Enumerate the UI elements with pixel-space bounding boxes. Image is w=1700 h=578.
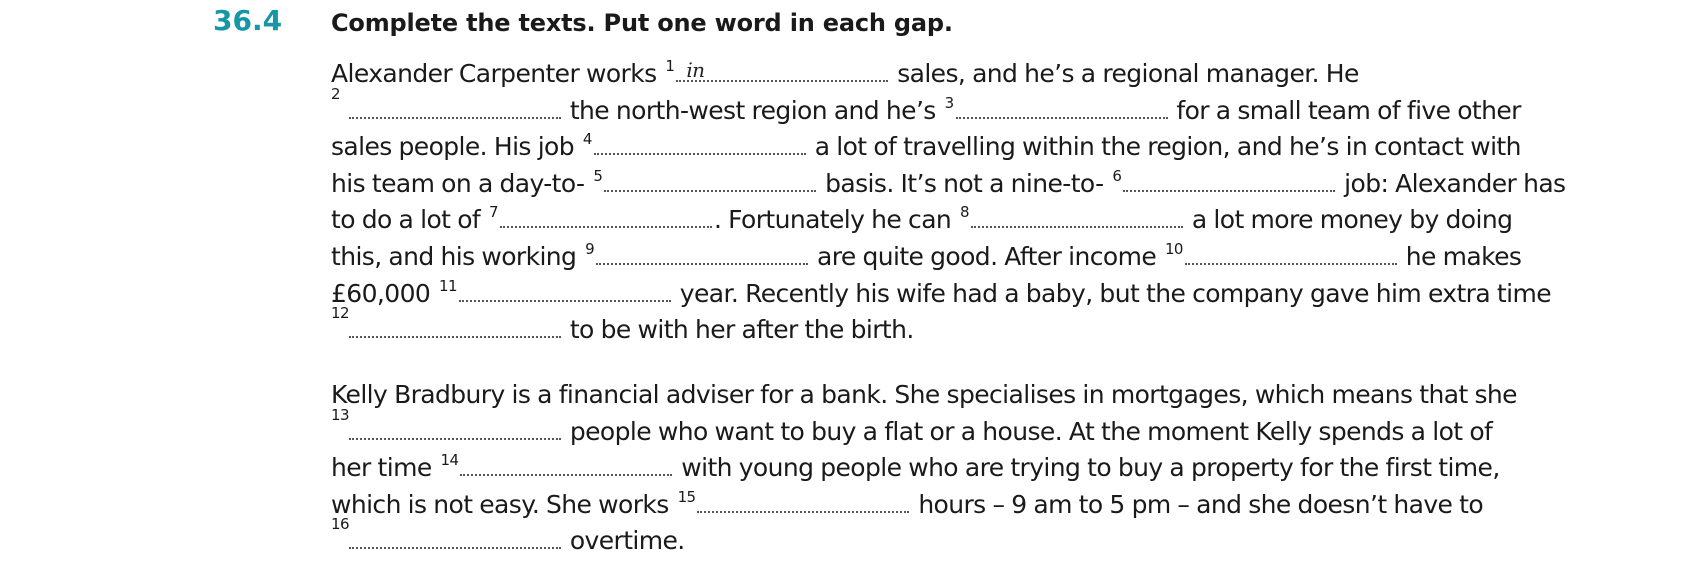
text-segment: the north-west region and he’s [569, 95, 936, 125]
text-segment: to be with her after the birth. [569, 315, 914, 345]
text-segment: her time [331, 453, 432, 483]
text-segment: a lot more money by doing [1191, 205, 1513, 235]
text-segment: his team on a day-to- [331, 168, 585, 198]
gap-3-field[interactable] [955, 95, 1168, 119]
text-segment: Kelly Bradbury is a financial adviser fo… [331, 380, 1518, 409]
text-segment: Alexander Carpenter works [331, 59, 657, 88]
gap-16-field[interactable] [349, 525, 561, 550]
gap-8-field[interactable] [970, 204, 1183, 229]
gap-number: 14 [440, 451, 459, 470]
gap-10-field[interactable] [1184, 241, 1397, 265]
text-segment: which is not easy. She works [331, 489, 669, 519]
gap-number: 10 [1164, 239, 1183, 258]
text-segment: . Fortunately he can [713, 205, 952, 235]
text-line: 12 to be with her after the birth. [331, 306, 1631, 349]
text-segment: year. Recently his wife had a baby, but … [679, 278, 1552, 308]
gap-number: 2 [331, 84, 341, 103]
text-line: her time 14 with young people who are tr… [331, 450, 1631, 487]
text-line: 2 the north-west region and he’s 3 for a… [331, 86, 1631, 130]
gap-12-field[interactable] [349, 314, 561, 339]
text-segment: are quite good. After income [816, 241, 1157, 271]
exercise-number: 36.4 [213, 4, 283, 37]
text-line: this, and his working 9 are quite good. … [331, 239, 1631, 276]
text-line: to do a lot of 7 . Fortunately he can 8 a… [331, 202, 1631, 239]
gap-number: 15 [677, 487, 696, 506]
text-line: sales people. His job 4 a lot of travell… [331, 129, 1631, 166]
gap-number: 16 [331, 515, 349, 534]
text-segment: people who want to buy a flat or a house… [569, 416, 1493, 446]
gap-number: 5 [593, 166, 603, 185]
gap-number: 3 [944, 93, 955, 112]
text-segment: hours – 9 am to 5 pm – and she doesn’t h… [918, 489, 1484, 519]
text-segment: basis. It’s not a nine-to- [825, 168, 1104, 198]
text-segment: he makes [1405, 241, 1522, 271]
text-line: his team on a day-to- 5 basis. It’s not … [331, 166, 1631, 203]
gap-15-field[interactable] [697, 489, 910, 513]
text-segment: sales people. His job [331, 132, 575, 162]
text-line: Kelly Bradbury is a financial adviser fo… [331, 377, 1631, 414]
gap-number: 13 [331, 405, 349, 424]
text-segment: to do a lot of [331, 205, 481, 235]
text-segment: £60,000 [331, 278, 431, 308]
text-segment: overtime. [569, 526, 685, 556]
paragraph-alexander: Alexander Carpenter works 1 in sales, and… [331, 56, 1631, 349]
text-segment: this, and his working [331, 241, 577, 271]
gap-number: 9 [585, 239, 595, 258]
gap-number: 6 [1112, 166, 1122, 185]
gap-7-field[interactable] [499, 204, 712, 229]
gap-11-field[interactable] [458, 278, 671, 302]
text-segment: with young people who are trying to buy … [681, 453, 1500, 483]
text-line: £60,000 11 year. Recently his wife had a… [331, 276, 1631, 313]
text-line: 13 people who want to buy a flat or a ho… [331, 407, 1631, 451]
gap-13-field[interactable] [349, 416, 561, 440]
gap-number: 8 [960, 203, 970, 222]
text-line: Alexander Carpenter works 1 in sales, and… [331, 56, 1631, 93]
gap-number: 11 [439, 276, 457, 295]
gap-number: 7 [488, 203, 499, 222]
exercise-instruction: Complete the texts. Put one word in each… [331, 9, 953, 37]
gap-14-field[interactable] [460, 452, 673, 477]
paragraph-kelly: Kelly Bradbury is a financial adviser fo… [331, 377, 1631, 560]
gap-1-field[interactable]: in [676, 58, 889, 82]
gap-1-answer: in [686, 58, 705, 82]
gap-5-field[interactable] [604, 168, 817, 192]
text-segment: sales, and he’s a regional manager. He [897, 59, 1359, 88]
gap-6-field[interactable] [1123, 168, 1336, 192]
gap-number: 12 [331, 304, 349, 323]
text-segment: a lot of travelling within the region, a… [814, 132, 1522, 162]
gap-number: 4 [582, 130, 593, 149]
gap-4-field[interactable] [593, 131, 806, 156]
gap-number: 1 [665, 57, 675, 75]
text-segment: for a small team of five other [1176, 95, 1521, 125]
text-line: 16 overtime. [331, 517, 1631, 560]
text-segment: job: Alexander has [1344, 168, 1566, 198]
text-line: which is not easy. She works 15 hours – … [331, 487, 1631, 524]
gap-9-field[interactable] [596, 241, 809, 265]
gap-2-field[interactable] [349, 95, 561, 119]
